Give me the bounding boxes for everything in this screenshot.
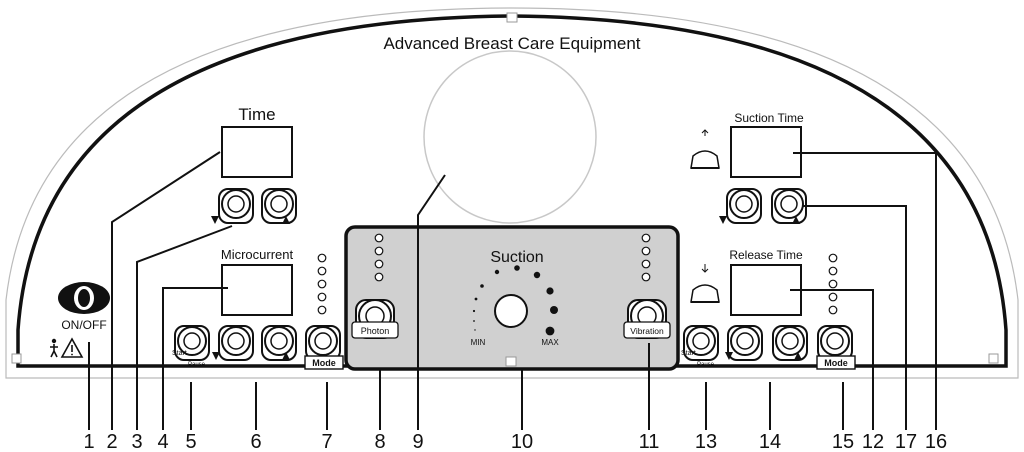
callout-5: 5 — [185, 431, 196, 452]
panel-title: Advanced Breast Care Equipment — [383, 34, 640, 53]
release-cup-icon — [690, 284, 720, 303]
callout-16: 16 — [925, 431, 947, 452]
suction-min-label: MIN — [471, 338, 486, 347]
suction-knob[interactable] — [494, 294, 528, 328]
release-time-up-button[interactable] — [772, 325, 808, 361]
start-label-right: Start — [681, 350, 696, 357]
microcurrent-label: Microcurrent — [221, 247, 294, 262]
callout-7: 7 — [321, 431, 332, 452]
suction-max-label: MAX — [541, 338, 559, 347]
warning-icon — [60, 337, 84, 358]
pause-label-right: Pause — [697, 362, 715, 368]
callout-10: 10 — [511, 431, 533, 452]
suction-level-dots — [472, 265, 558, 336]
vibration-leds — [641, 233, 651, 282]
callout-numbers: 1 2 3 4 5 6 7 8 9 10 11 13 14 15 12 17 1… — [83, 431, 947, 452]
right-mode-button[interactable] — [817, 325, 853, 361]
callout-4: 4 — [157, 431, 168, 452]
release-time-down-button[interactable] — [727, 325, 763, 361]
microcurrent-display — [221, 264, 293, 316]
callout-17: 17 — [895, 431, 917, 452]
time-down-button[interactable] — [218, 188, 254, 224]
person-icon — [50, 338, 58, 358]
time-label: Time — [238, 105, 275, 124]
release-time-label: Release Time — [729, 248, 803, 262]
callout-14: 14 — [759, 431, 781, 452]
release-leds — [828, 253, 838, 315]
microcurrent-down-button[interactable] — [218, 325, 254, 361]
microcurrent-leds — [317, 253, 327, 315]
mode-label-right: Mode — [824, 358, 848, 368]
photon-label: Photon — [361, 326, 390, 336]
callout-13: 13 — [695, 431, 717, 452]
callout-3: 3 — [131, 431, 142, 452]
suction-cup-icon — [690, 150, 720, 169]
callout-2: 2 — [106, 431, 117, 452]
suction-time-display — [730, 126, 802, 178]
time-up-button[interactable] — [261, 188, 297, 224]
callout-8: 8 — [374, 431, 385, 452]
power-button[interactable] — [58, 282, 110, 314]
time-display — [221, 126, 293, 178]
suction-time-up-button[interactable] — [771, 188, 807, 224]
callout-6: 6 — [250, 431, 261, 452]
callout-15: 15 — [832, 431, 854, 452]
pause-label-left: Pause — [188, 362, 206, 368]
callout-9: 9 — [412, 431, 423, 452]
callout-1: 1 — [83, 431, 94, 452]
mode-label-left: Mode — [312, 358, 336, 368]
suction-label: Suction — [490, 249, 543, 266]
photon-leds — [374, 233, 384, 282]
callout-12: 12 — [862, 431, 884, 452]
vibration-label: Vibration — [630, 326, 664, 336]
up-arrow-icon — [282, 216, 290, 224]
leader-lines — [88, 151, 937, 430]
start-label-left: Start — [172, 350, 187, 357]
power-label: ON/OFF — [61, 318, 106, 332]
down-arrow-icon — [211, 216, 219, 224]
callout-11: 11 — [639, 431, 660, 452]
suction-time-label: Suction Time — [734, 111, 804, 125]
microcurrent-mode-button[interactable] — [305, 325, 341, 361]
photon-lamp-window — [423, 50, 597, 224]
release-time-display — [730, 264, 802, 316]
suction-time-down-button[interactable] — [726, 188, 762, 224]
microcurrent-up-button[interactable] — [261, 325, 297, 361]
